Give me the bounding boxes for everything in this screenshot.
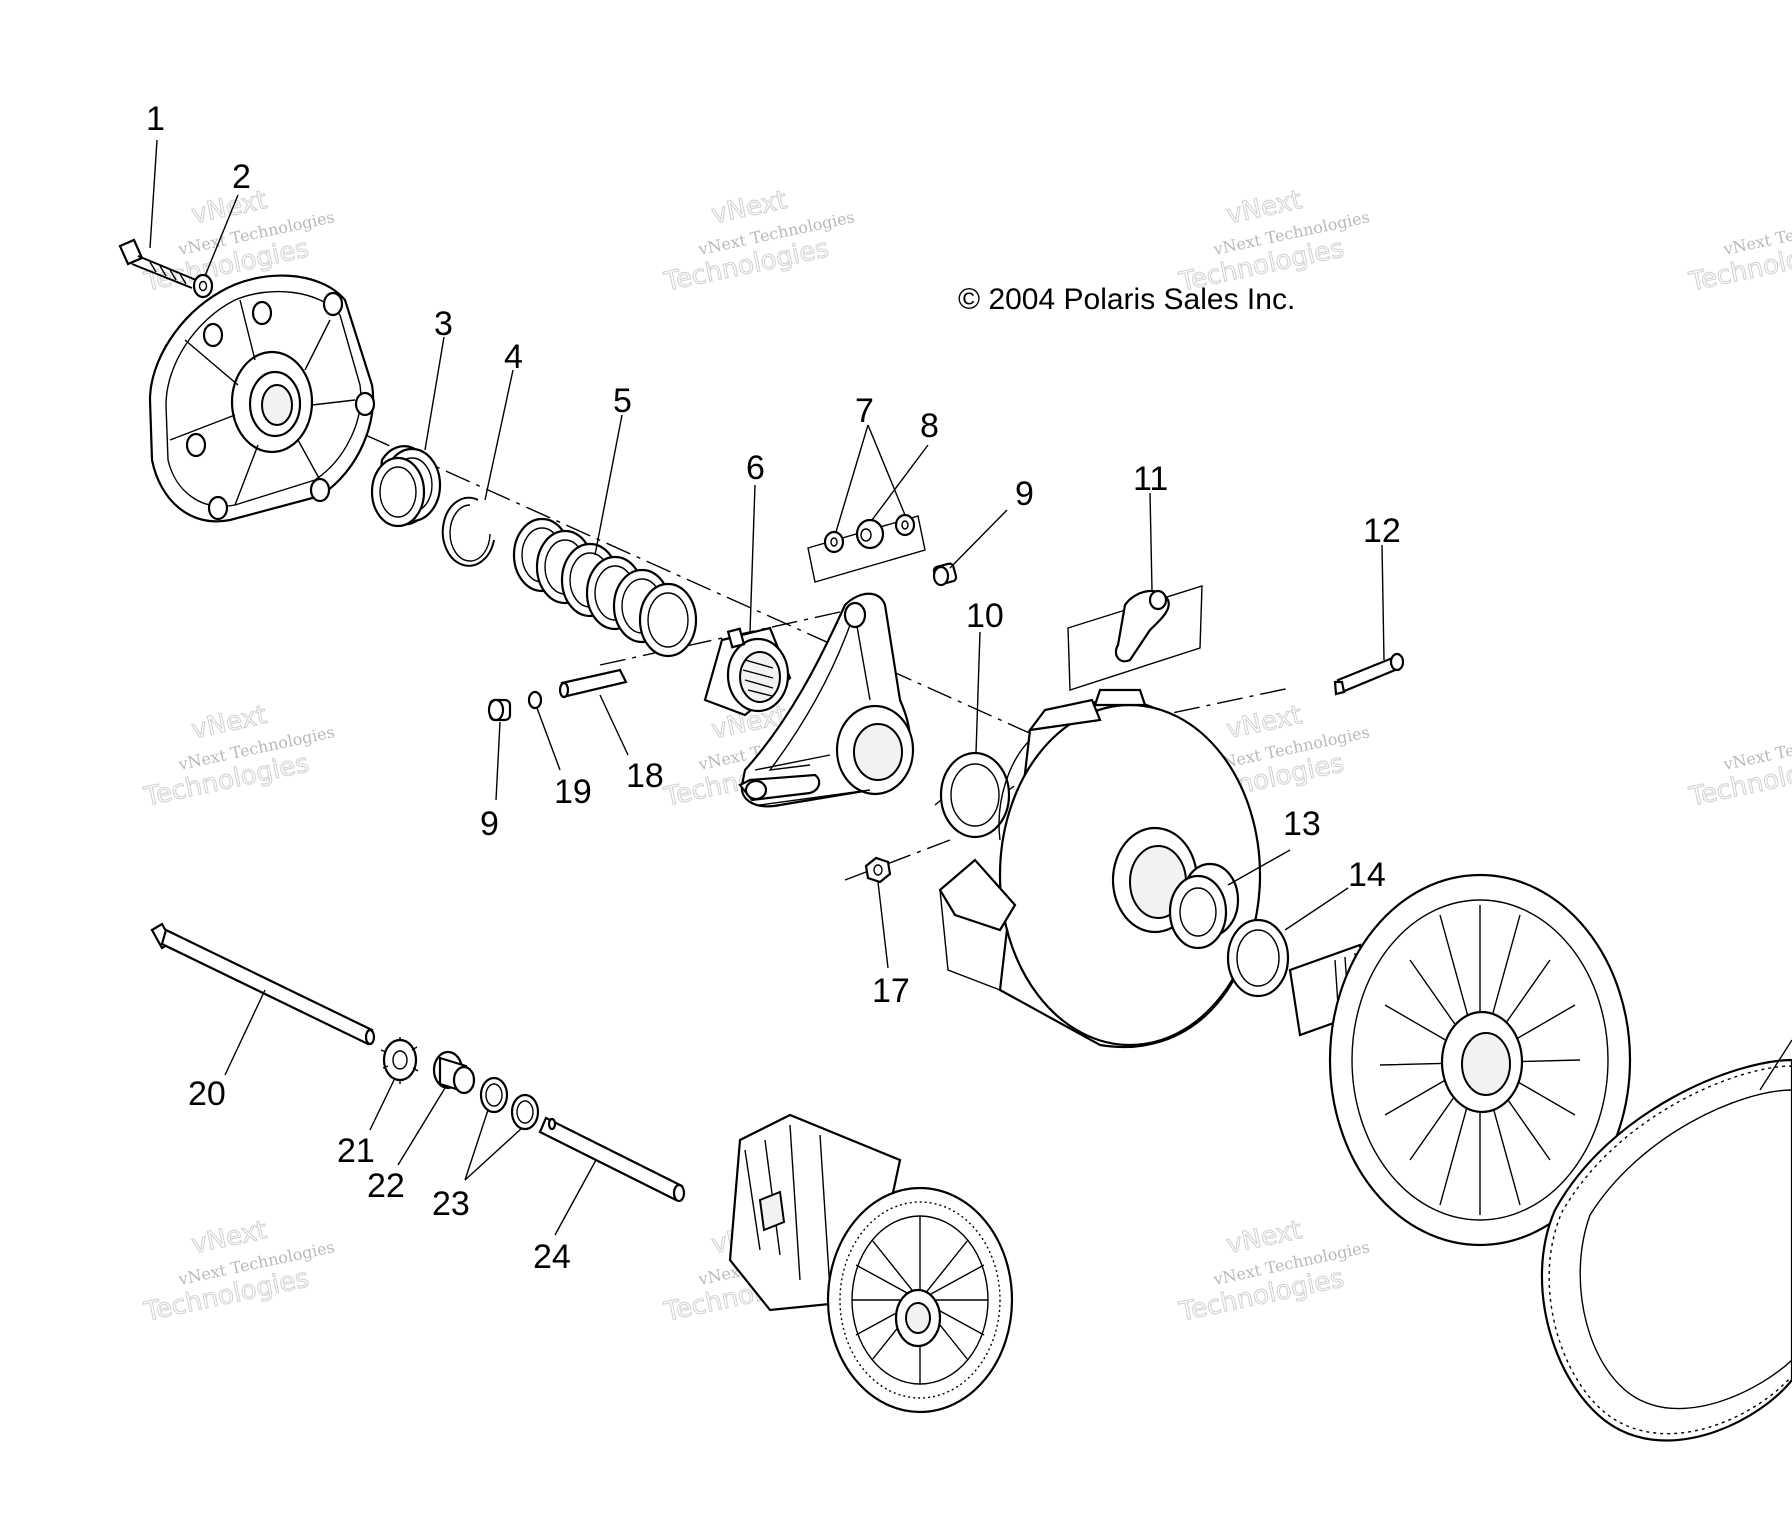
part-flanged-bushing: [432, 1050, 476, 1095]
copyright-text: © 2004 Polaris Sales Inc.: [958, 283, 1295, 316]
part-ring-gear: [1540, 1058, 1792, 1442]
part-pin: [558, 668, 628, 699]
callout-numbers: 1 2 3 4 5 6 7 8 9 10 11 12 13 14 17 18 1…: [146, 100, 1401, 1276]
part-lock-washer: [380, 1037, 419, 1084]
callout-8: 8: [920, 407, 939, 445]
callout-20: 20: [188, 1075, 226, 1113]
callout-22: 22: [367, 1167, 405, 1205]
callout-11: 11: [1133, 460, 1168, 498]
callout-10: 10: [966, 597, 1004, 635]
part-ring: [1226, 918, 1290, 998]
part-spring: [512, 517, 698, 658]
part-cover-plate: [148, 274, 376, 523]
part-cap-upper: [932, 562, 958, 587]
part-fixed-sheave: [1288, 873, 1632, 1247]
callout-9: 9: [1015, 475, 1034, 513]
part-washer: [192, 273, 214, 299]
callout-2: 2: [232, 158, 251, 196]
callout-12: 12: [1363, 512, 1401, 550]
part-clutch-assembly: [728, 1113, 1014, 1414]
callout-9-lower: 9: [480, 805, 499, 843]
callout-18: 18: [626, 757, 664, 795]
callout-17: 17: [872, 972, 910, 1010]
part-nut: [864, 856, 892, 884]
callout-24: 24: [533, 1238, 571, 1276]
callout-1: 1: [146, 100, 165, 138]
part-roller-bushing: [703, 626, 792, 717]
part-o-rings: [479, 1076, 540, 1131]
part-cam-slider: [1067, 585, 1203, 691]
part-long-bolt: [150, 922, 376, 1046]
part-shim: [527, 690, 543, 710]
callout-23: 23: [432, 1185, 470, 1223]
part-thrust-washer: [934, 751, 1015, 839]
callout-19: 19: [554, 773, 592, 811]
part-moveable-sheave: [938, 688, 1262, 1049]
part-roller-lower: [487, 698, 512, 722]
callout-3: 3: [434, 305, 453, 343]
part-snap-ring: [441, 496, 495, 567]
part-bushing-ring: [370, 445, 442, 528]
callout-13: 13: [1283, 805, 1321, 843]
callout-21: 21: [337, 1132, 375, 1170]
part-bushing: [1168, 862, 1240, 950]
callout-5: 5: [613, 382, 632, 420]
callout-6: 6: [746, 449, 765, 487]
part-pin-bolt: [1333, 652, 1405, 696]
leader-lines: [149, 139, 1792, 1236]
callout-7: 7: [855, 392, 874, 430]
part-bolt: [118, 238, 197, 289]
callout-14: 14: [1348, 856, 1386, 894]
part-spider-arm: [738, 592, 915, 808]
callout-4: 4: [504, 338, 523, 376]
part-tube: [538, 1116, 686, 1203]
part-washers-spacer: [807, 513, 926, 583]
